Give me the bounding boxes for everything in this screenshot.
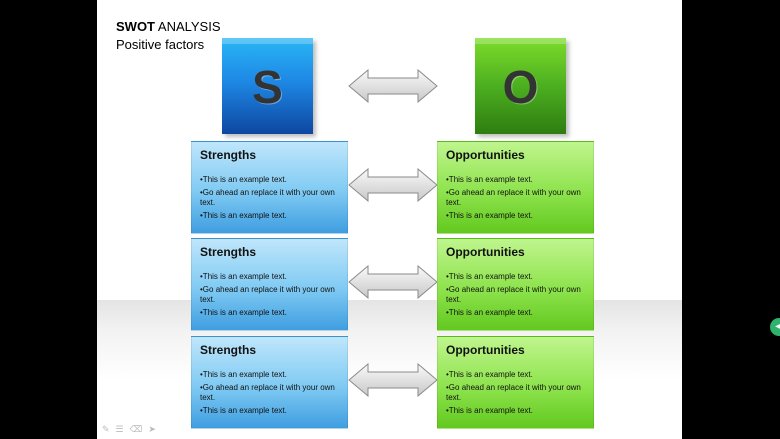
presentation-toolbar: ✎ ☰ ⌫ ➤ (102, 424, 156, 435)
list-item: •This is an example text. (200, 175, 287, 184)
opportunities-box-3: Opportunities •This is an example text. … (437, 336, 594, 429)
double-arrow-icon (348, 265, 438, 299)
pen-icon[interactable]: ✎ (102, 424, 110, 434)
box-heading: Strengths (200, 343, 257, 357)
list-item: •This is an example text. (200, 272, 287, 281)
bullet-list: •This is an example text. •Go ahead an r… (200, 272, 342, 320)
bullet-list: •This is an example text. •Go ahead an r… (200, 175, 342, 223)
list-item: •This is an example text. (200, 307, 287, 317)
list-item: •This is an example text. (446, 405, 533, 415)
slide-title: SWOT ANALYSIS (116, 19, 221, 34)
slide-subtitle: Positive factors (116, 37, 205, 52)
cube-s-letter: S (252, 61, 283, 113)
opportunities-box-1: Opportunities •This is an example text. … (437, 141, 594, 234)
strengths-box-1: Strengths •This is an example text. •Go … (191, 141, 348, 234)
cube-s: S (222, 38, 313, 134)
list-item: •Go ahead an replace it with your own te… (446, 284, 581, 305)
eraser-icon[interactable]: ⌫ (129, 424, 143, 434)
list-item: •Go ahead an replace it with your own te… (446, 382, 581, 403)
list-item: •This is an example text. (446, 272, 533, 281)
cube-o-letter: O (502, 61, 539, 113)
bullet-list: •This is an example text. •Go ahead an r… (200, 370, 342, 418)
list-item: •This is an example text. (200, 370, 287, 379)
bullet-list: •This is an example text. •Go ahead an r… (446, 175, 588, 223)
double-arrow-icon (348, 168, 438, 202)
cube-o: O (475, 38, 566, 134)
list-item: •Go ahead an replace it with your own te… (446, 187, 581, 208)
side-nav-icon[interactable]: ◀ (770, 318, 780, 336)
slide-canvas: SWOT ANALYSIS Positive factors S O Stren… (97, 0, 682, 439)
bullet-list: •This is an example text. •Go ahead an r… (446, 272, 588, 320)
list-item: •Go ahead an replace it with your own te… (200, 382, 335, 403)
box-heading: Opportunities (446, 245, 525, 259)
double-arrow-icon (348, 69, 438, 103)
list-item: •This is an example text. (200, 405, 287, 415)
strengths-box-3: Strengths •This is an example text. •Go … (191, 336, 348, 429)
bullet-list: •This is an example text. •Go ahead an r… (446, 370, 588, 418)
list-item: •Go ahead an replace it with your own te… (200, 187, 335, 208)
list-item: •This is an example text. (446, 210, 533, 220)
menu-icon[interactable]: ☰ (115, 424, 124, 434)
list-item: •This is an example text. (446, 175, 533, 184)
pointer-icon[interactable]: ➤ (148, 424, 156, 434)
box-heading: Opportunities (446, 343, 525, 357)
list-item: •This is an example text. (446, 370, 533, 379)
box-heading: Opportunities (446, 148, 525, 162)
list-item: •Go ahead an replace it with your own te… (200, 284, 335, 305)
double-arrow-icon (348, 363, 438, 397)
box-heading: Strengths (200, 245, 257, 259)
opportunities-box-2: Opportunities •This is an example text. … (437, 238, 594, 331)
strengths-box-2: Strengths •This is an example text. •Go … (191, 238, 348, 331)
list-item: •This is an example text. (200, 210, 287, 220)
list-item: •This is an example text. (446, 307, 533, 317)
box-heading: Strengths (200, 148, 257, 162)
